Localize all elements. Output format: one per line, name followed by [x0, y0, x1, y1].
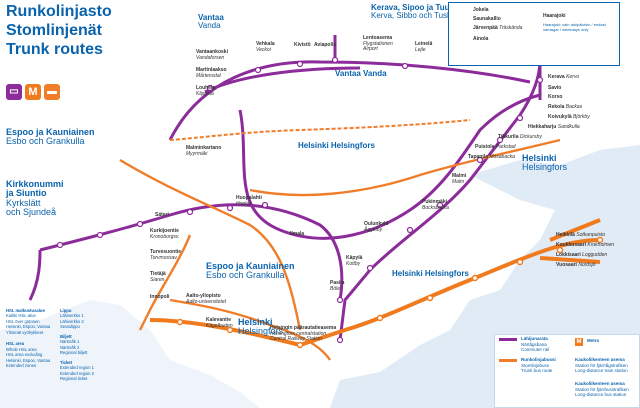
legend-zones: HSL matkustusalue Kaikki HSL-alue HSL öv…	[6, 308, 51, 369]
map-title-en: Trunk routes	[6, 41, 103, 58]
map-title: Runkolinjasto	[6, 3, 112, 20]
map-title-sv: Stomlinjenät	[6, 22, 103, 39]
metro-line	[149, 238, 601, 348]
metro-station-markers	[176, 236, 604, 349]
station-label: Ainola	[473, 36, 489, 42]
sea-area-west	[0, 300, 260, 408]
station-label: Kerava Kervo	[548, 74, 580, 80]
ring-route-inner	[238, 93, 541, 240]
station-label: Innopoli	[150, 294, 170, 300]
metro-icon: M	[25, 84, 41, 100]
station-label: Vuosaari Nordsjö	[556, 262, 596, 268]
station-label: Aviapolis	[314, 42, 337, 48]
station-label: Korso	[548, 94, 563, 100]
legend-tickets: Lippu Lähiverkko 1 Lähiverkko 2 Seutulip…	[60, 308, 94, 381]
station-label: Rekola Backas	[548, 104, 583, 110]
trunk-bus-ring3	[249, 138, 561, 197]
train-icon: ▭	[6, 84, 22, 100]
metro-vuosaari	[549, 218, 601, 242]
kerava-inset: Jokela Saunakallio Järvenpää Träskända A…	[448, 2, 620, 66]
metro-east-branch	[539, 256, 601, 264]
commuter-rail-swatch	[499, 338, 517, 341]
mode-icons: ▭ M ▬	[6, 84, 60, 100]
station-label: Saunakallio	[473, 16, 501, 22]
station-label: Säteri	[155, 212, 169, 218]
station-label: Järvenpää Träskända	[473, 25, 523, 31]
station-label: Lokkisaari Loggudden	[556, 252, 608, 258]
station-label: Tapanila Mosabacka	[468, 154, 515, 160]
station-label: Kivistö	[294, 42, 311, 48]
region-helsinki-top: Helsinki Helsingfors	[298, 141, 375, 150]
region-helsinki-mid: Helsinki Helsingfors	[392, 269, 469, 278]
station-label: Heikkilä Sotkanpuisto	[556, 232, 606, 238]
station-label: Haarajoki	[543, 13, 566, 19]
metro-icon: M	[575, 338, 583, 346]
station-label: Savio	[548, 85, 562, 91]
trunk-bus-south	[169, 298, 331, 361]
station-label: Ilmala	[290, 231, 305, 237]
station-label: Puistola Parkstad	[475, 144, 516, 150]
haarajoki-note: Haarajoki: vain arkipäivisin / endast va…	[543, 22, 606, 32]
station-label: Koukkusaari Krokholmen	[556, 242, 615, 248]
trunk-bus-west	[138, 234, 192, 331]
trunk-bus-ring2	[119, 158, 302, 331]
bus-icon: ▬	[44, 84, 60, 100]
station-label: Koivukylä Björkby	[548, 114, 590, 120]
trunk-bus-swatch	[499, 359, 517, 362]
region-vantaa-vanda: Vantaa Vanda	[335, 69, 387, 78]
station-label: Jokela	[473, 7, 489, 13]
trunk-bus-ring	[169, 119, 471, 141]
station-label: Hiekkaharju Sandkulla	[528, 124, 580, 130]
commuter-rail-west-b	[28, 249, 42, 301]
commuter-rail-west	[39, 203, 344, 301]
ring-route-outer	[168, 60, 531, 141]
station-label: Tikkurila Dickursby	[498, 134, 542, 140]
ring-route-outer-b	[204, 66, 361, 94]
station-markers	[56, 56, 544, 344]
